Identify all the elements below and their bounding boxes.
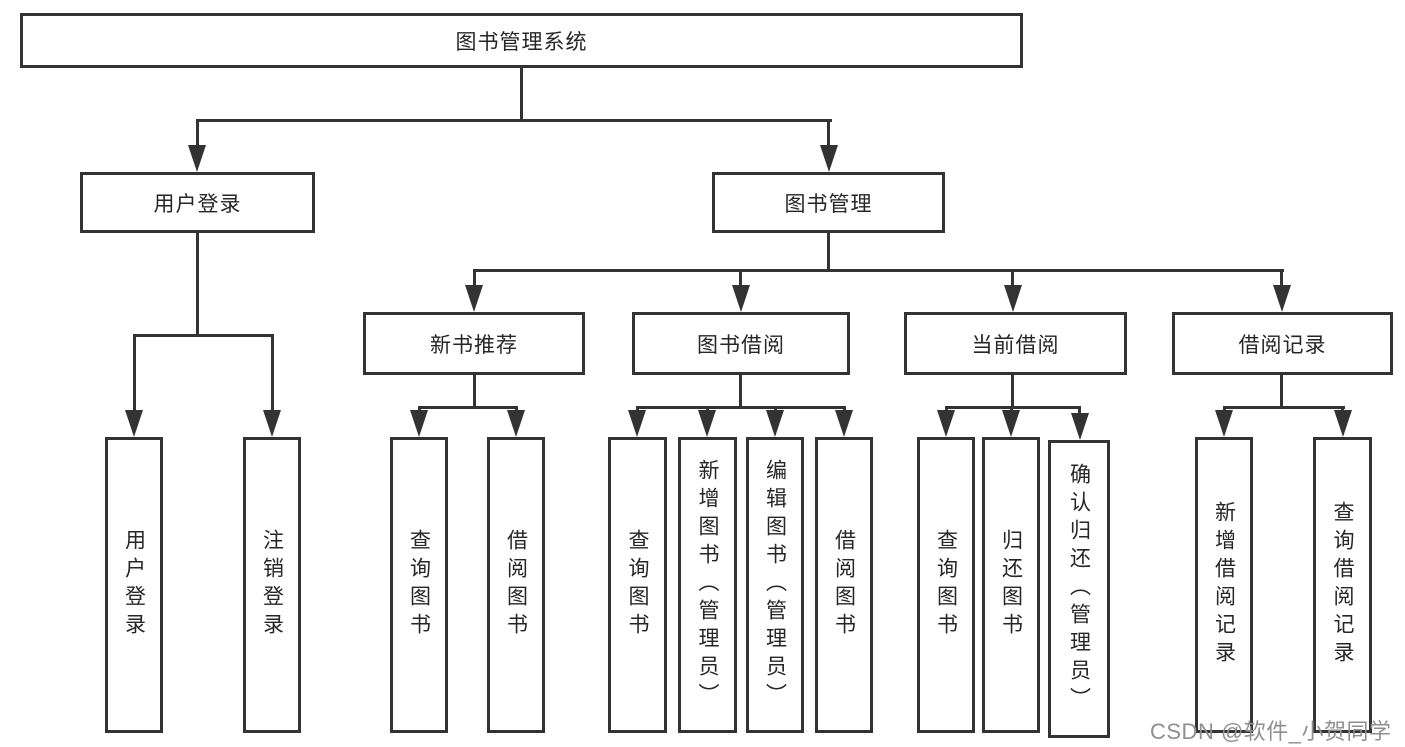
- connector-line: [520, 68, 523, 122]
- arrow-down-icon: [188, 145, 206, 172]
- connector-line: [1280, 375, 1283, 408]
- leaf-records-query-record: 查询借阅记录: [1313, 437, 1372, 733]
- leaf-user-login-label: 用户登录: [122, 529, 146, 641]
- arrow-down-icon: [1215, 410, 1233, 437]
- leaf-current-query-books: 查询图书: [917, 437, 975, 733]
- node-current-borrow-label: 当前借阅: [971, 333, 1060, 357]
- arrow-down-icon: [1273, 285, 1291, 312]
- leaf-borrow-edit-books-admin-label: 编辑图书（管理员）: [763, 459, 787, 711]
- connector-line: [827, 119, 830, 153]
- connector-line: [418, 406, 518, 409]
- node-book-borrow-label: 图书借阅: [697, 333, 785, 357]
- leaf-user-login: 用户登录: [105, 437, 163, 733]
- connector-line: [1280, 269, 1283, 297]
- connector-line: [196, 233, 199, 336]
- connector-line: [133, 334, 274, 337]
- leaf-borrow-edit-books-admin: 编辑图书（管理员）: [746, 437, 804, 733]
- connector-line: [473, 269, 1284, 272]
- leaf-logout-label: 注销登录: [260, 529, 284, 641]
- node-borrow-records: 借阅记录: [1172, 312, 1393, 375]
- leaf-current-return-books: 归还图书: [982, 437, 1040, 733]
- arrow-down-icon: [1002, 410, 1020, 437]
- connector-line: [739, 375, 742, 408]
- node-user-login-label: 用户登录: [153, 192, 242, 216]
- leaf-newbook-query-books: 查询图书: [390, 437, 448, 733]
- leaf-borrow-add-books-admin: 新增图书（管理员）: [678, 437, 737, 733]
- leaf-borrow-query-books-label: 查询图书: [626, 529, 649, 641]
- node-borrow-records-label: 借阅记录: [1238, 333, 1327, 357]
- leaf-current-confirm-return-admin-label: 确认归还（管理员）: [1067, 463, 1091, 715]
- leaf-current-query-books-label: 查询图书: [934, 529, 958, 641]
- arrow-down-icon: [1071, 413, 1089, 440]
- leaf-logout: 注销登录: [243, 437, 301, 733]
- leaf-current-confirm-return-admin: 确认归还（管理员）: [1048, 440, 1110, 738]
- arrow-down-icon: [766, 410, 784, 437]
- node-new-book-recommend-label: 新书推荐: [430, 333, 518, 357]
- connector-line: [196, 119, 832, 122]
- connector-line: [1223, 406, 1345, 409]
- leaf-records-add-record-label: 新增借阅记录: [1212, 501, 1236, 669]
- arrow-down-icon: [465, 285, 483, 312]
- connector-line: [945, 406, 1081, 409]
- arrow-down-icon: [732, 285, 750, 312]
- arrow-down-icon: [628, 410, 646, 437]
- arrow-down-icon: [507, 410, 525, 437]
- connector-line: [636, 406, 846, 409]
- connector-line: [827, 233, 830, 272]
- node-book-borrow: 图书借阅: [632, 312, 850, 375]
- arrow-down-icon: [820, 145, 838, 172]
- connector-line: [271, 334, 274, 414]
- connector-line: [1011, 269, 1014, 297]
- node-library-system-label: 图书管理系统: [455, 30, 588, 54]
- leaf-newbook-borrow-books: 借阅图书: [487, 437, 545, 733]
- connector-line: [133, 334, 136, 414]
- node-current-borrow: 当前借阅: [904, 312, 1127, 375]
- arrow-down-icon: [698, 410, 716, 437]
- leaf-borrow-add-books-admin-label: 新增图书（管理员）: [696, 459, 719, 711]
- leaf-borrow-borrow-books: 借阅图书: [815, 437, 873, 733]
- connector-line: [473, 375, 476, 408]
- leaf-newbook-borrow-books-label: 借阅图书: [504, 529, 528, 641]
- connector-line: [473, 269, 476, 297]
- arrow-down-icon: [1334, 410, 1352, 437]
- leaf-newbook-query-books-label: 查询图书: [407, 529, 431, 641]
- leaf-records-add-record: 新增借阅记录: [1195, 437, 1253, 733]
- node-new-book-recommend: 新书推荐: [363, 312, 585, 375]
- leaf-borrow-query-books: 查询图书: [608, 437, 667, 733]
- leaf-borrow-borrow-books-label: 借阅图书: [832, 529, 856, 641]
- leaf-current-return-books-label: 归还图书: [999, 529, 1023, 641]
- connector-line: [1011, 375, 1014, 408]
- arrow-down-icon: [835, 410, 853, 437]
- connector-line: [196, 119, 199, 153]
- arrow-down-icon: [1004, 285, 1022, 312]
- leaf-records-query-record-label: 查询借阅记录: [1331, 501, 1354, 669]
- arrow-down-icon: [125, 410, 143, 437]
- arrow-down-icon: [410, 410, 428, 437]
- arrow-down-icon: [937, 410, 955, 437]
- node-book-management-label: 图书管理: [784, 192, 873, 216]
- watermark: CSDN @软件_小贺同学: [1150, 719, 1392, 744]
- node-library-system: 图书管理系统: [20, 13, 1023, 68]
- connector-line: [739, 269, 742, 297]
- node-user-login: 用户登录: [80, 172, 315, 233]
- arrow-down-icon: [263, 410, 281, 437]
- node-book-management: 图书管理: [712, 172, 945, 233]
